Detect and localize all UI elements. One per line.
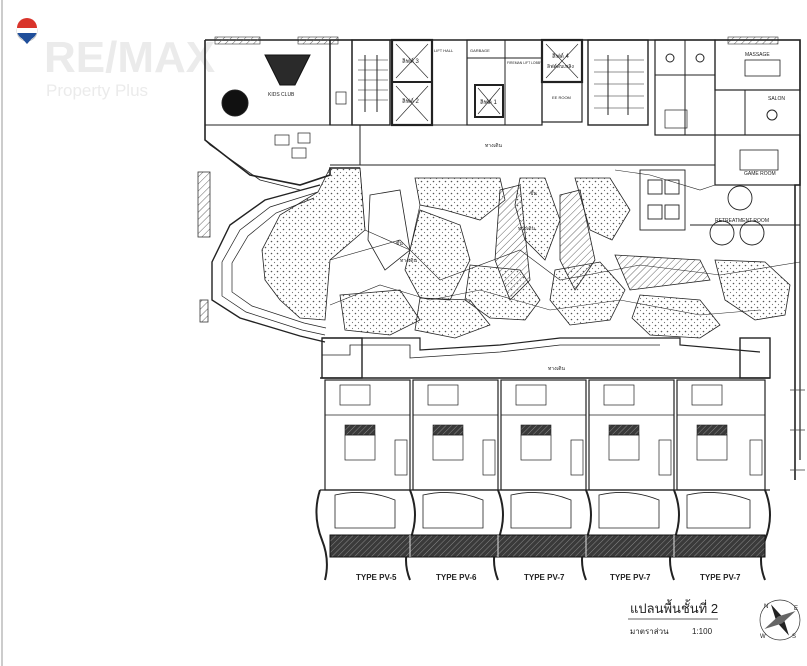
left-columns bbox=[197, 36, 779, 323]
label-walkway-mid-left: ทางเดิน bbox=[400, 257, 418, 264]
label-firemen-lift: FIREMAN LIFT LOBBY bbox=[507, 61, 543, 65]
label-lift-hall: LIFT HALL bbox=[434, 48, 454, 53]
label-lift-2: ลิฟต์ 2 bbox=[402, 97, 420, 105]
retreatment-area bbox=[639, 169, 800, 246]
label-lift-1: ลิฟต์ 1 bbox=[480, 98, 498, 106]
scale-value: 1:100 bbox=[692, 627, 713, 636]
label-salon: SALON bbox=[768, 96, 785, 102]
unit-5 bbox=[676, 379, 766, 491]
label-game-room: GAME ROOM bbox=[744, 171, 776, 177]
label-garbage: GARBAGE bbox=[470, 48, 490, 53]
label-walkway-top: ทางเดิน bbox=[485, 142, 503, 149]
north-arrow-icon: N E S W bbox=[759, 599, 801, 641]
label-up-1: ขึ้น bbox=[530, 188, 537, 197]
compass-n: N bbox=[764, 604, 768, 610]
plan-title: แปลนพื้นชั้นที่ 2 bbox=[630, 599, 718, 616]
label-kids-club: KIDS CLUB bbox=[268, 92, 295, 98]
unit-label-1: TYPE PV-5 bbox=[356, 573, 397, 582]
scale-label: มาตราส่วน bbox=[630, 627, 669, 636]
compass-w: W bbox=[760, 634, 766, 640]
unit-label-3: TYPE PV-7 bbox=[524, 573, 565, 582]
compass-s: S bbox=[792, 634, 796, 640]
label-up-2: ขึ้น bbox=[396, 238, 403, 247]
unit-1 bbox=[324, 379, 411, 491]
watermark-brand: RE/MAX bbox=[44, 33, 215, 82]
compass-e: E bbox=[794, 606, 798, 612]
label-firemen-thai: ลิฟต์ดับเพลิง bbox=[547, 63, 574, 70]
watermark-sub: Property Plus bbox=[46, 81, 148, 100]
kids-slide-shape bbox=[264, 54, 311, 86]
right-grid-marks bbox=[790, 389, 805, 471]
label-lift-4: ลิฟต์ 4 bbox=[552, 52, 570, 60]
label-ee-room: EE ROOM bbox=[552, 95, 571, 100]
top-core bbox=[205, 38, 801, 186]
label-retreatment-room: RETREATMENT ROOM bbox=[715, 218, 769, 224]
title-block: แปลนพื้นชั้นที่ 2 มาตราส่วน 1:100 bbox=[628, 599, 718, 636]
watermark: RE/MAX Property Plus bbox=[16, 18, 215, 100]
label-massage: MASSAGE bbox=[745, 52, 770, 58]
label-lift-3: ลิฟต์ 3 bbox=[402, 57, 420, 65]
unit-3 bbox=[500, 379, 587, 491]
unit-label-4: TYPE PV-7 bbox=[610, 573, 651, 582]
unit-4 bbox=[588, 379, 675, 491]
label-walkway-units: ทางเดิน bbox=[548, 365, 566, 372]
unit-row bbox=[315, 379, 771, 581]
remax-balloon-icon bbox=[16, 18, 38, 44]
room-labels: KIDS CLUB ลิฟต์ 3 ลิฟต์ 2 LIFT HALL GARB… bbox=[268, 48, 785, 582]
label-walkway-mid: ทางเดิน bbox=[518, 225, 536, 232]
unit-corridor bbox=[320, 337, 771, 379]
landscape bbox=[261, 167, 801, 339]
unit-label-5: TYPE PV-7 bbox=[700, 573, 741, 582]
unit-2 bbox=[412, 379, 499, 491]
unit-label-2: TYPE PV-6 bbox=[436, 573, 477, 582]
kids-ball-pit bbox=[221, 89, 249, 117]
